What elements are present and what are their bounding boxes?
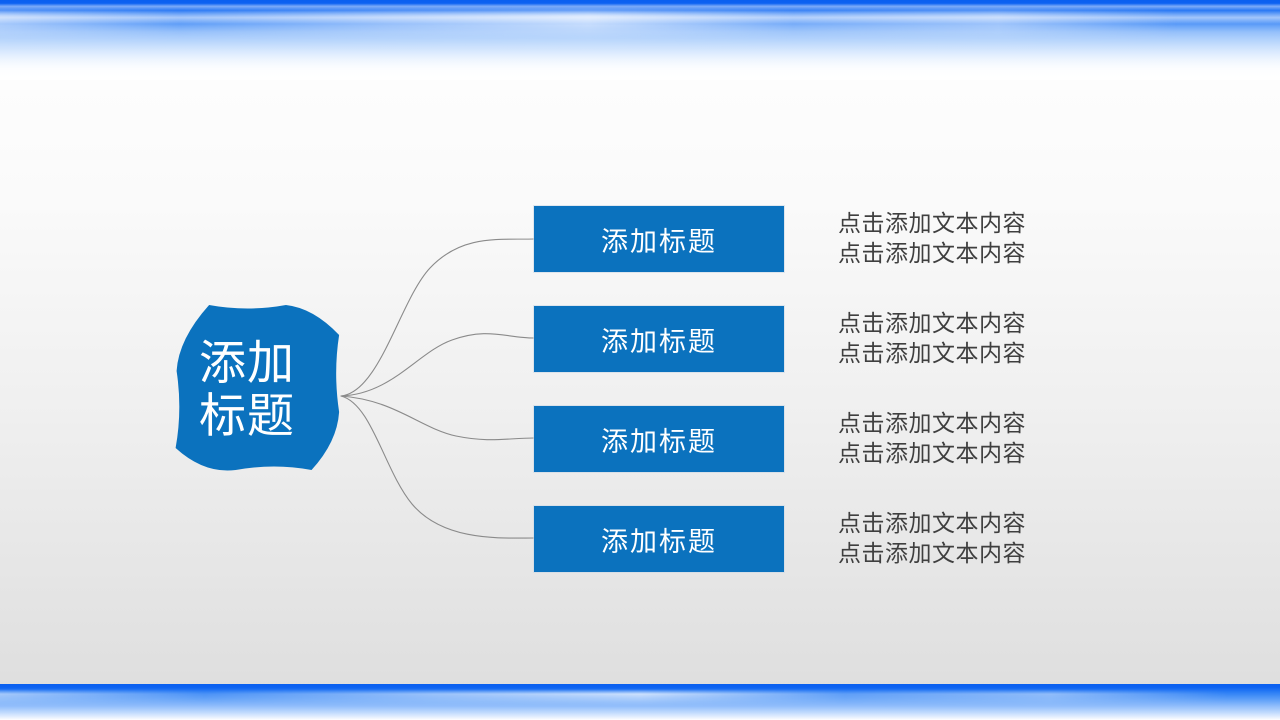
description-block: 点击添加文本内容 点击添加文本内容 <box>838 508 1026 568</box>
octagon-badge-shape <box>175 305 340 471</box>
top-banner-decoration <box>0 0 1280 80</box>
center-node-label-line1: 添加 <box>199 336 295 390</box>
description-line: 点击添加文本内容 <box>838 210 1026 236</box>
description-line: 点击添加文本内容 <box>838 510 1026 536</box>
title-box-label: 添加标题 <box>601 526 717 557</box>
center-node-label-line2: 标题 <box>199 389 295 442</box>
description-line: 点击添加文本内容 <box>838 310 1026 336</box>
description-block: 点击添加文本内容 点击添加文本内容 <box>838 208 1026 268</box>
description-line: 点击添加文本内容 <box>838 440 1026 466</box>
connector-line-4 <box>340 395 535 539</box>
connector-line-2 <box>340 333 535 397</box>
title-box[interactable]: 添加标题 <box>534 506 784 572</box>
bottom-banner-decoration <box>0 684 1280 720</box>
description-line: 点击添加文本内容 <box>838 340 1026 366</box>
title-box[interactable]: 添加标题 <box>534 306 784 372</box>
center-node-label: 添加 标题 <box>148 288 346 492</box>
description-line: 点击添加文本内容 <box>838 410 1026 436</box>
title-box[interactable]: 添加标题 <box>534 406 784 472</box>
description-line: 点击添加文本内容 <box>838 540 1026 566</box>
connector-line-3 <box>340 395 535 441</box>
center-node[interactable]: 添加 标题 <box>148 288 346 492</box>
connector-line-1 <box>340 238 535 397</box>
title-box-label: 添加标题 <box>601 426 717 457</box>
title-box[interactable]: 添加标题 <box>534 206 784 272</box>
description-line: 点击添加文本内容 <box>838 240 1026 266</box>
title-box-label: 添加标题 <box>601 326 717 357</box>
description-block: 点击添加文本内容 点击添加文本内容 <box>838 408 1026 468</box>
description-block: 点击添加文本内容 点击添加文本内容 <box>838 308 1026 368</box>
title-box-label: 添加标题 <box>601 226 717 257</box>
